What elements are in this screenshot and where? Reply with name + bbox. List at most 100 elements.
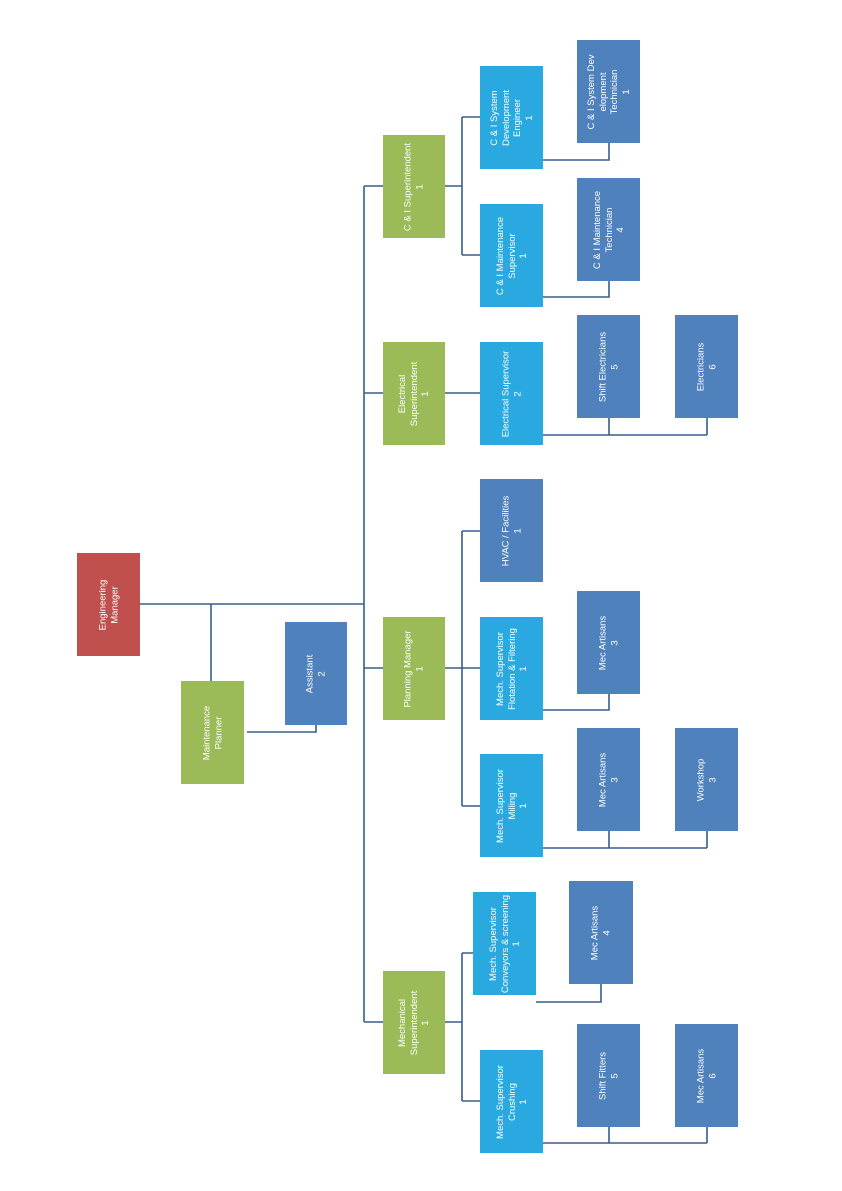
- connector-ci-maint-tech: [543, 281, 610, 298]
- node-label-line: elopment: [597, 71, 608, 112]
- node-label-line: Mechanical: [396, 998, 408, 1047]
- node-label-line: 6: [706, 363, 718, 370]
- node-label-line: Planning Manager: [402, 629, 414, 708]
- node-label-line: Mech. Supervisor: [494, 768, 506, 843]
- node-label-line: Supervisor: [505, 232, 517, 279]
- node-label-line: 1: [419, 1019, 431, 1026]
- node-label-line: Crushing: [505, 1082, 517, 1121]
- node-label-line: 5: [608, 1072, 620, 1079]
- node-label-line: 1: [517, 802, 529, 809]
- node-label-line: 1: [523, 114, 534, 121]
- node-label-line: Workshop: [695, 758, 706, 801]
- node-label-line: 3: [706, 776, 718, 783]
- node-label-line: 1: [517, 252, 529, 259]
- connector-ci-dev-tech: [543, 143, 610, 161]
- node-label-line: Milling: [505, 792, 517, 819]
- node-label-line: C & I Maintenance: [494, 216, 506, 295]
- node-label-line: Manager: [108, 585, 120, 624]
- node-label-line: Mec Artisans: [597, 615, 608, 670]
- node-label-line: Mec Artisans: [695, 1048, 706, 1103]
- node-label-line: C & I Superintendent: [402, 142, 414, 231]
- node-label-line: Mech. Supervisor: [494, 631, 506, 706]
- node-label-line: 3: [608, 639, 620, 646]
- node-label-line: Superintendent: [408, 990, 420, 1055]
- node-label-line: HVAC / Facilities: [500, 495, 511, 566]
- node-label-line: C & I System: [488, 89, 500, 146]
- connector-ci-branch: [445, 116, 481, 256]
- node-label-line: 4: [601, 929, 612, 936]
- node-label-line: 6: [706, 1072, 718, 1079]
- node-label-line: Engineer: [511, 98, 523, 137]
- node-label-line: 1: [517, 665, 529, 672]
- node-label-line: Development: [500, 89, 511, 146]
- node-label-line: 1: [414, 183, 425, 190]
- node-label-line: Planner: [212, 716, 224, 749]
- node-label-line: 1: [511, 527, 523, 534]
- node-label-line: Shift Fitters: [597, 1051, 608, 1100]
- node-label-line: Technician: [602, 207, 614, 252]
- node-label-line: Mec Artisans: [597, 752, 608, 807]
- connector-electricians: [543, 418, 708, 436]
- node-label-line: Electricians: [695, 342, 706, 391]
- node-label-line: Engineering: [97, 579, 108, 630]
- node-label-line: 2: [511, 390, 523, 397]
- node-label-line: Maintenance: [201, 705, 212, 760]
- node-label-line: C & I System Dev: [585, 54, 597, 129]
- node-label-line: C & I Maintenance: [591, 190, 603, 269]
- connector-flotation-artisans: [543, 693, 610, 711]
- node-label-line: Superintendent: [408, 361, 420, 426]
- connector-mech-branch: [445, 952, 481, 1102]
- node-label-line: Mech. Supervisor: [487, 906, 499, 981]
- node-label-line: Assistant: [304, 654, 316, 693]
- connector-crushing-children: [543, 1127, 708, 1144]
- node-label-line: 1: [419, 390, 431, 397]
- node-label-line: 1: [620, 88, 631, 95]
- node-label-line: Shift Electricians: [597, 331, 608, 402]
- node-label-line: Flotation & Filtering: [505, 627, 517, 710]
